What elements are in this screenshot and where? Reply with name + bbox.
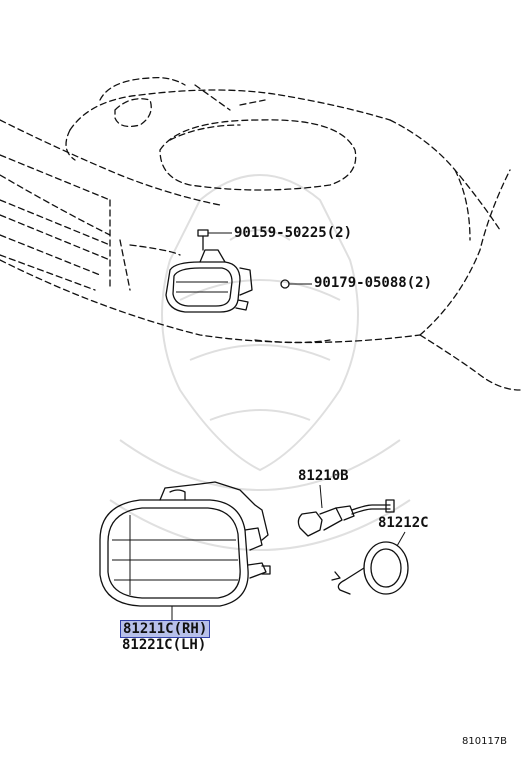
fog-lamp-assembly [99,481,271,620]
part-label-lamp-lh: 81221C(LH) [122,637,207,653]
diagram-code: 810117B [462,736,508,747]
socket-cover [331,531,409,595]
part-label-lamp-rh[interactable]: 81211C(RH) [120,620,211,638]
car-body-outline [0,77,521,391]
bolt-symbol [197,229,232,251]
part-label-nut: 90179-05088(2) [314,275,433,291]
installed-fog-lamp [165,249,253,313]
part-label-bulb: 81210B [298,468,349,484]
bulb-assembly [297,484,395,537]
part-label-bolt: 90159-50225(2) [234,225,353,241]
part-label-socket-cover: 81212C [378,515,429,531]
nut-symbol [280,279,312,289]
